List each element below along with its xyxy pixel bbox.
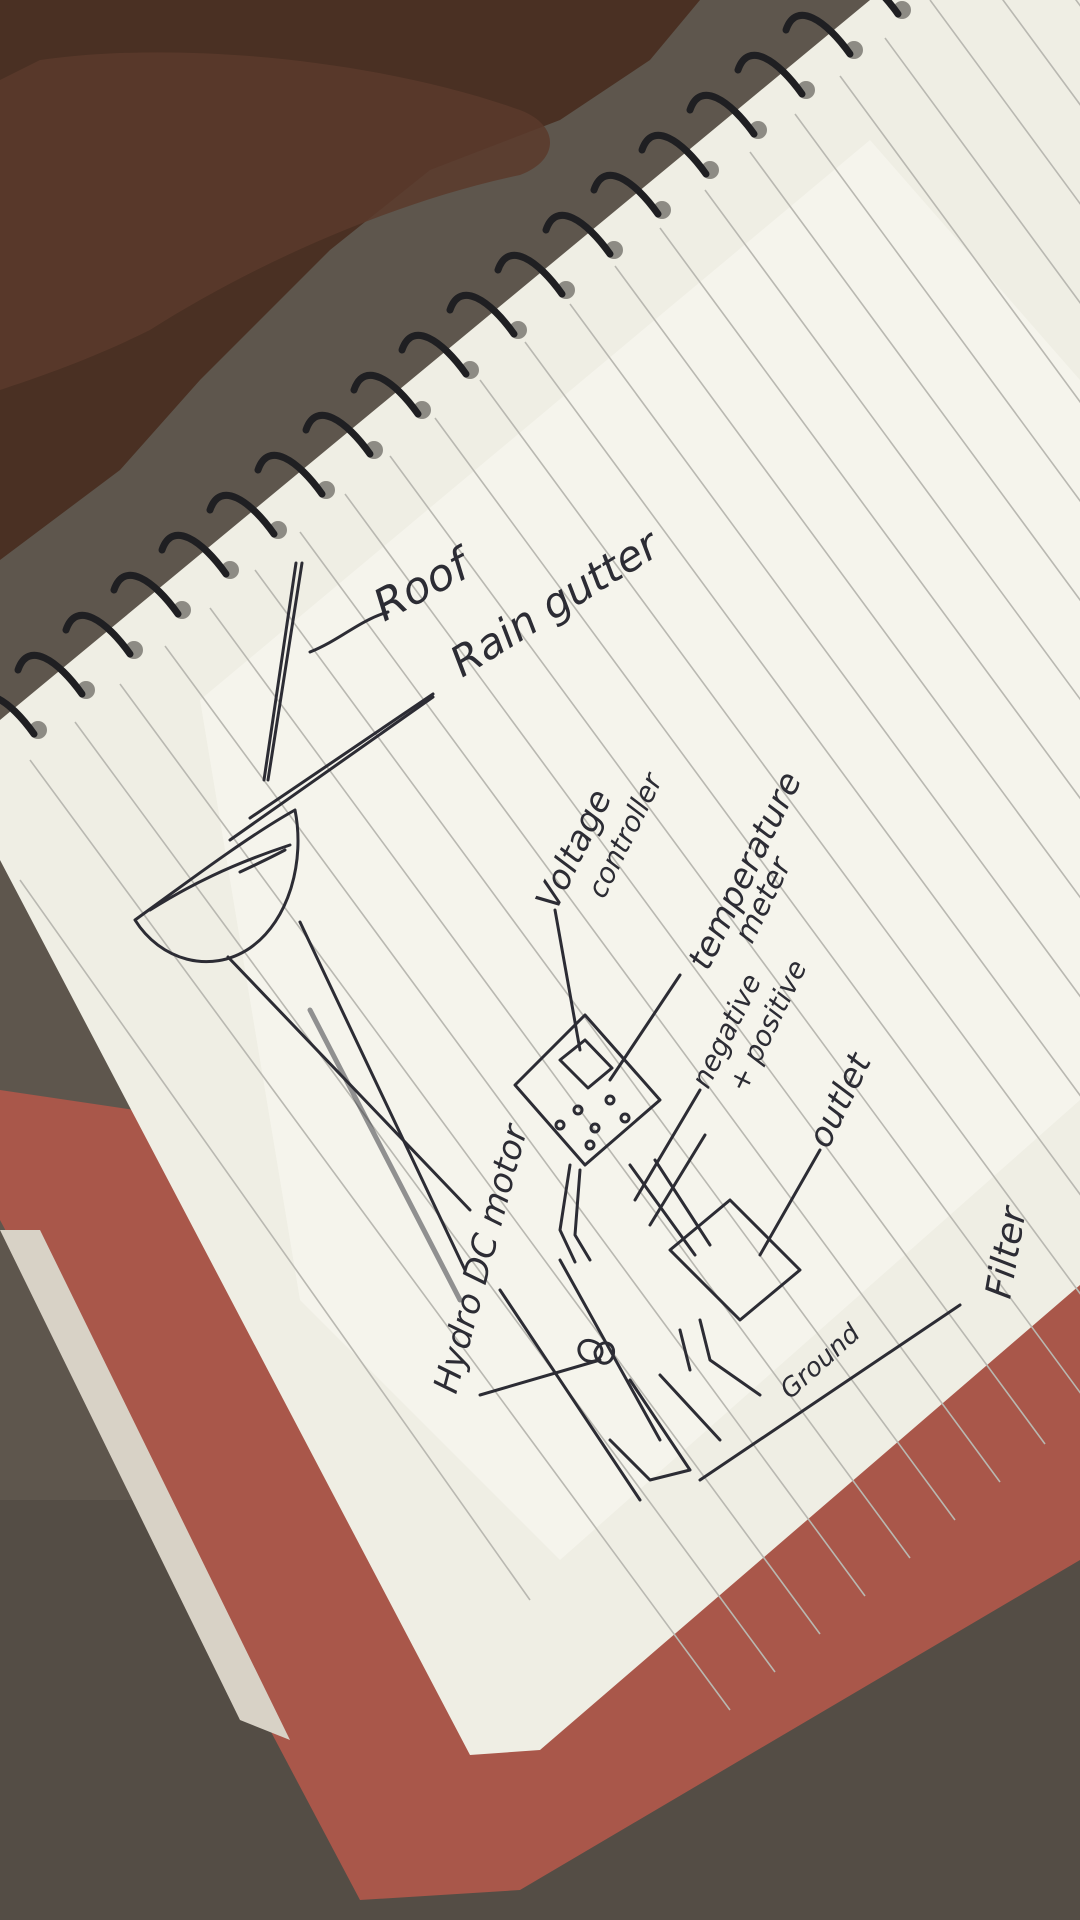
notebook-photo: Roof Rain gutter Voltage controller temp… bbox=[0, 0, 1080, 1920]
